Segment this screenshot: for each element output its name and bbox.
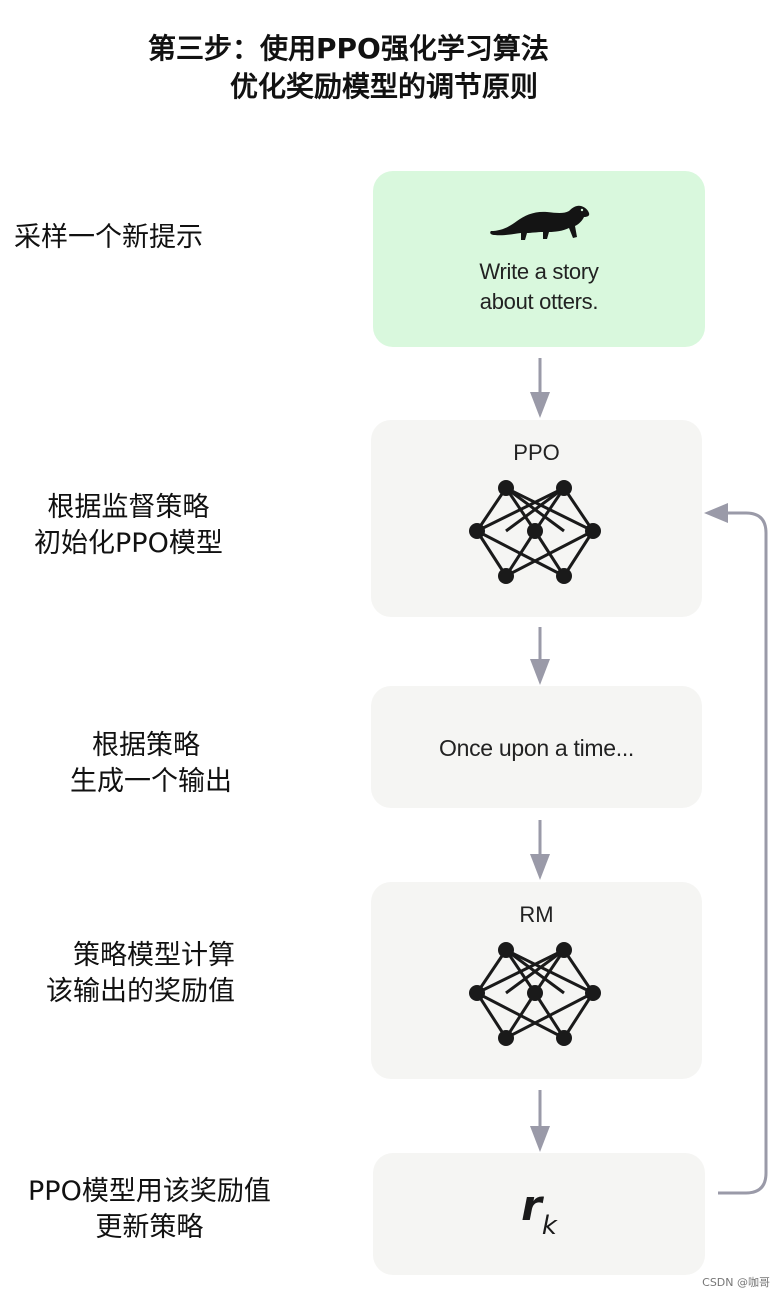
step-label-init-ppo: 根据监督策略 初始化PPO模型 bbox=[34, 490, 223, 562]
step-label-line: 更新策略 bbox=[95, 1211, 204, 1243]
rm-title: RM bbox=[519, 902, 554, 927]
step-label-line: 根据监督策略 bbox=[47, 492, 210, 523]
feedback-arrow-icon bbox=[718, 511, 768, 1195]
arrow-head-icon bbox=[530, 659, 550, 685]
neural-network-icon bbox=[469, 942, 601, 1046]
reward-symbol: rk bbox=[521, 1181, 557, 1241]
watermark: CSDN @咖哥 bbox=[702, 1276, 770, 1289]
prompt-card: Write a story about otters. bbox=[373, 171, 705, 347]
arrow-head-icon bbox=[530, 854, 550, 880]
prompt-text-line: Write a story bbox=[479, 259, 599, 284]
prompt-text-line: about otters. bbox=[479, 289, 599, 314]
step-label-line: PPO模型用该奖励值 bbox=[28, 1176, 271, 1207]
step-label-compute-reward: 策略模型计算 该输出的奖励值 bbox=[46, 938, 235, 1010]
reward-card: rk bbox=[373, 1153, 705, 1275]
step-label-line: 初始化PPO模型 bbox=[34, 527, 223, 559]
arrow-head-icon bbox=[530, 392, 550, 418]
arrow-head-icon bbox=[530, 1126, 550, 1152]
step-label-line: 采样一个新提示 bbox=[14, 222, 203, 253]
step-label-line: 策略模型计算 bbox=[73, 940, 235, 971]
ppo-title: PPO bbox=[513, 440, 560, 465]
step-label-line: 根据策略 bbox=[92, 730, 200, 761]
step-label-sample-prompt: 采样一个新提示 bbox=[14, 220, 203, 256]
step-label-generate-output: 根据策略 生成一个输出 bbox=[70, 728, 232, 800]
neural-network-icon bbox=[469, 480, 601, 584]
output-text: Once upon a time... bbox=[438, 735, 635, 761]
otter-icon bbox=[490, 205, 590, 240]
ppo-card: PPO bbox=[371, 420, 702, 617]
arrow-head-icon bbox=[704, 503, 728, 523]
title-line-1: 第三步：使用PPO强化学习算法 bbox=[148, 32, 549, 65]
step-label-line: 生成一个输出 bbox=[70, 765, 232, 797]
step-label-line: 该输出的奖励值 bbox=[46, 975, 235, 1007]
title-line-2: 优化奖励模型的调节原则 bbox=[230, 70, 539, 103]
reward-subscript: k bbox=[541, 1211, 557, 1241]
output-card: Once upon a time... bbox=[371, 686, 702, 808]
rm-card: RM bbox=[371, 882, 702, 1079]
step-label-update-policy: PPO模型用该奖励值 更新策略 bbox=[28, 1174, 271, 1246]
